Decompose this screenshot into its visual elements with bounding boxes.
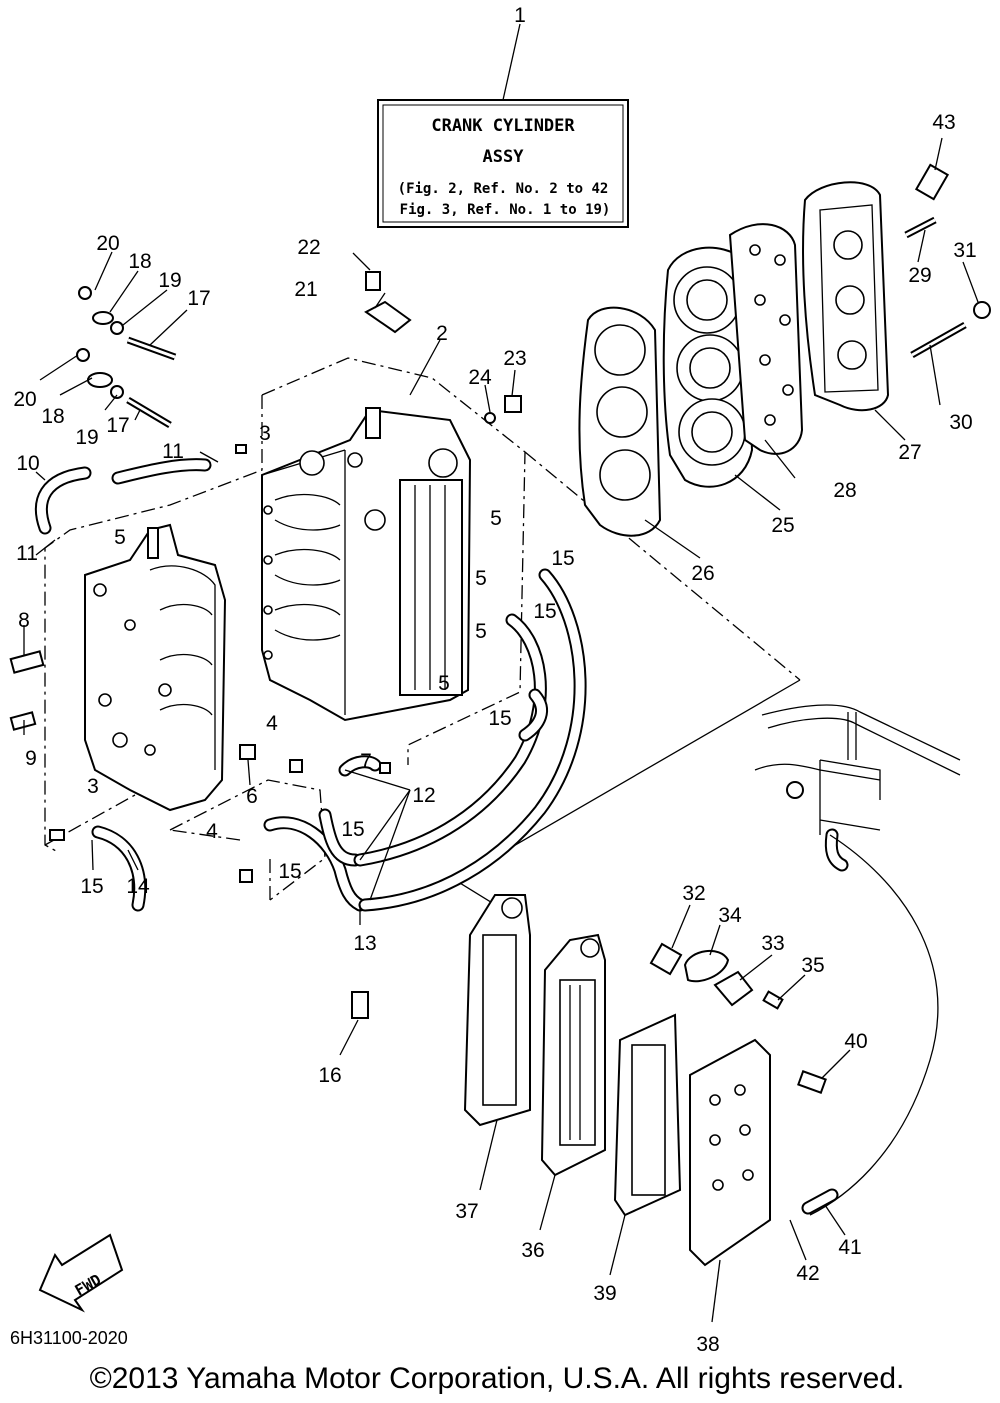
exhaust-inner-cover-36 (540, 933, 606, 1177)
title-line-3: (Fig. 2, Ref. No. 2 to 42 (398, 181, 609, 197)
title-line-2: ASSY (483, 147, 525, 167)
callout-5: 5 (490, 507, 502, 530)
callout-15: 15 (341, 818, 364, 841)
callout-22: 22 (297, 236, 320, 259)
callout-15: 15 (80, 875, 103, 898)
head-gasket (578, 306, 662, 537)
callout-14: 14 (126, 875, 150, 898)
callout-15: 15 (488, 707, 511, 730)
head-cover-gasket (728, 223, 804, 455)
title-line-4: Fig. 3, Ref. No. 1 to 19) (400, 202, 611, 218)
callout-13: 13 (353, 932, 376, 955)
assembly-boundary-lines (44, 357, 801, 921)
callout-15: 15 (278, 860, 301, 883)
callout-23: 23 (503, 347, 526, 370)
callout-15: 15 (533, 600, 556, 623)
callout-28: 28 (833, 479, 856, 502)
bracket-outline (754, 704, 961, 831)
callout-34: 34 (718, 904, 742, 927)
callout-21: 21 (294, 278, 317, 301)
callout-32: 32 (682, 882, 705, 905)
callout-3: 3 (87, 775, 99, 798)
callout-39: 39 (593, 1282, 616, 1305)
callout-5: 5 (438, 672, 450, 695)
callout-33: 33 (761, 932, 784, 955)
fwd-arrow-icon: FWD (38, 1233, 124, 1313)
callout-18: 18 (41, 405, 64, 428)
callout-7: 7 (360, 750, 372, 773)
callout-5: 5 (475, 620, 487, 643)
callout-20: 20 (96, 232, 119, 255)
copyright-notice: ©2013 Yamaha Motor Corporation, U.S.A. A… (90, 1362, 905, 1395)
callout-29: 29 (908, 264, 931, 287)
callout-19: 19 (158, 269, 181, 292)
callout-12: 12 (412, 784, 435, 807)
callout-4: 4 (206, 820, 218, 843)
cylinder-block (261, 407, 472, 722)
callout-31: 31 (953, 239, 976, 262)
small-hardware (9, 163, 991, 1094)
callout-18: 18 (128, 250, 151, 273)
callout-30: 30 (949, 411, 972, 434)
callout-37: 37 (455, 1200, 478, 1223)
callout-25: 25 (771, 514, 794, 537)
callout-17: 17 (187, 287, 210, 310)
callout-42: 42 (796, 1262, 819, 1285)
callout-5: 5 (475, 567, 487, 590)
assembly-title-box: CRANK CYLINDER ASSY (Fig. 2, Ref. No. 2 … (377, 23, 629, 228)
callout-10: 10 (16, 452, 39, 475)
head-cover (802, 181, 890, 412)
title-line-1: CRANK CYLINDER (431, 116, 575, 136)
callout-40: 40 (844, 1030, 867, 1053)
callout-41: 41 (838, 1236, 861, 1259)
exhaust-outer-cover-38 (689, 1038, 771, 1267)
callout-43: 43 (932, 111, 955, 134)
callout-24: 24 (468, 366, 492, 389)
crankcase (84, 523, 227, 812)
callout-35: 35 (801, 954, 824, 977)
exhaust-gasket-37 (463, 894, 531, 1127)
diagram-code: 6H31100-2020 (10, 1328, 128, 1348)
callout-11: 11 (16, 542, 38, 565)
callout-16: 16 (318, 1064, 341, 1087)
callout-20: 20 (13, 388, 36, 411)
cylinder-head (662, 246, 754, 488)
callout-numbers: 1 2 3 3 4 4 5 5 5 5 5 5 6 7 8 9 10 11 11… (13, 4, 976, 1356)
callout-26: 26 (691, 562, 714, 585)
callout-2: 2 (436, 322, 448, 345)
callout-8: 8 (18, 609, 30, 632)
callout-11: 11 (162, 440, 184, 463)
callout-1: 1 (514, 4, 526, 27)
callout-15: 15 (551, 547, 574, 570)
callout-36: 36 (521, 1239, 544, 1262)
callout-38: 38 (696, 1333, 719, 1356)
callout-4: 4 (266, 712, 278, 735)
callout-5: 5 (114, 526, 126, 549)
leader-lines (23, 137, 979, 1323)
callout-19: 19 (75, 426, 98, 449)
callout-6: 6 (246, 785, 258, 808)
callout-27: 27 (898, 441, 921, 464)
callout-9: 9 (25, 747, 37, 770)
callout-17: 17 (106, 414, 129, 437)
exhaust-gasket-39 (613, 1013, 682, 1217)
callout-3: 3 (259, 422, 271, 445)
